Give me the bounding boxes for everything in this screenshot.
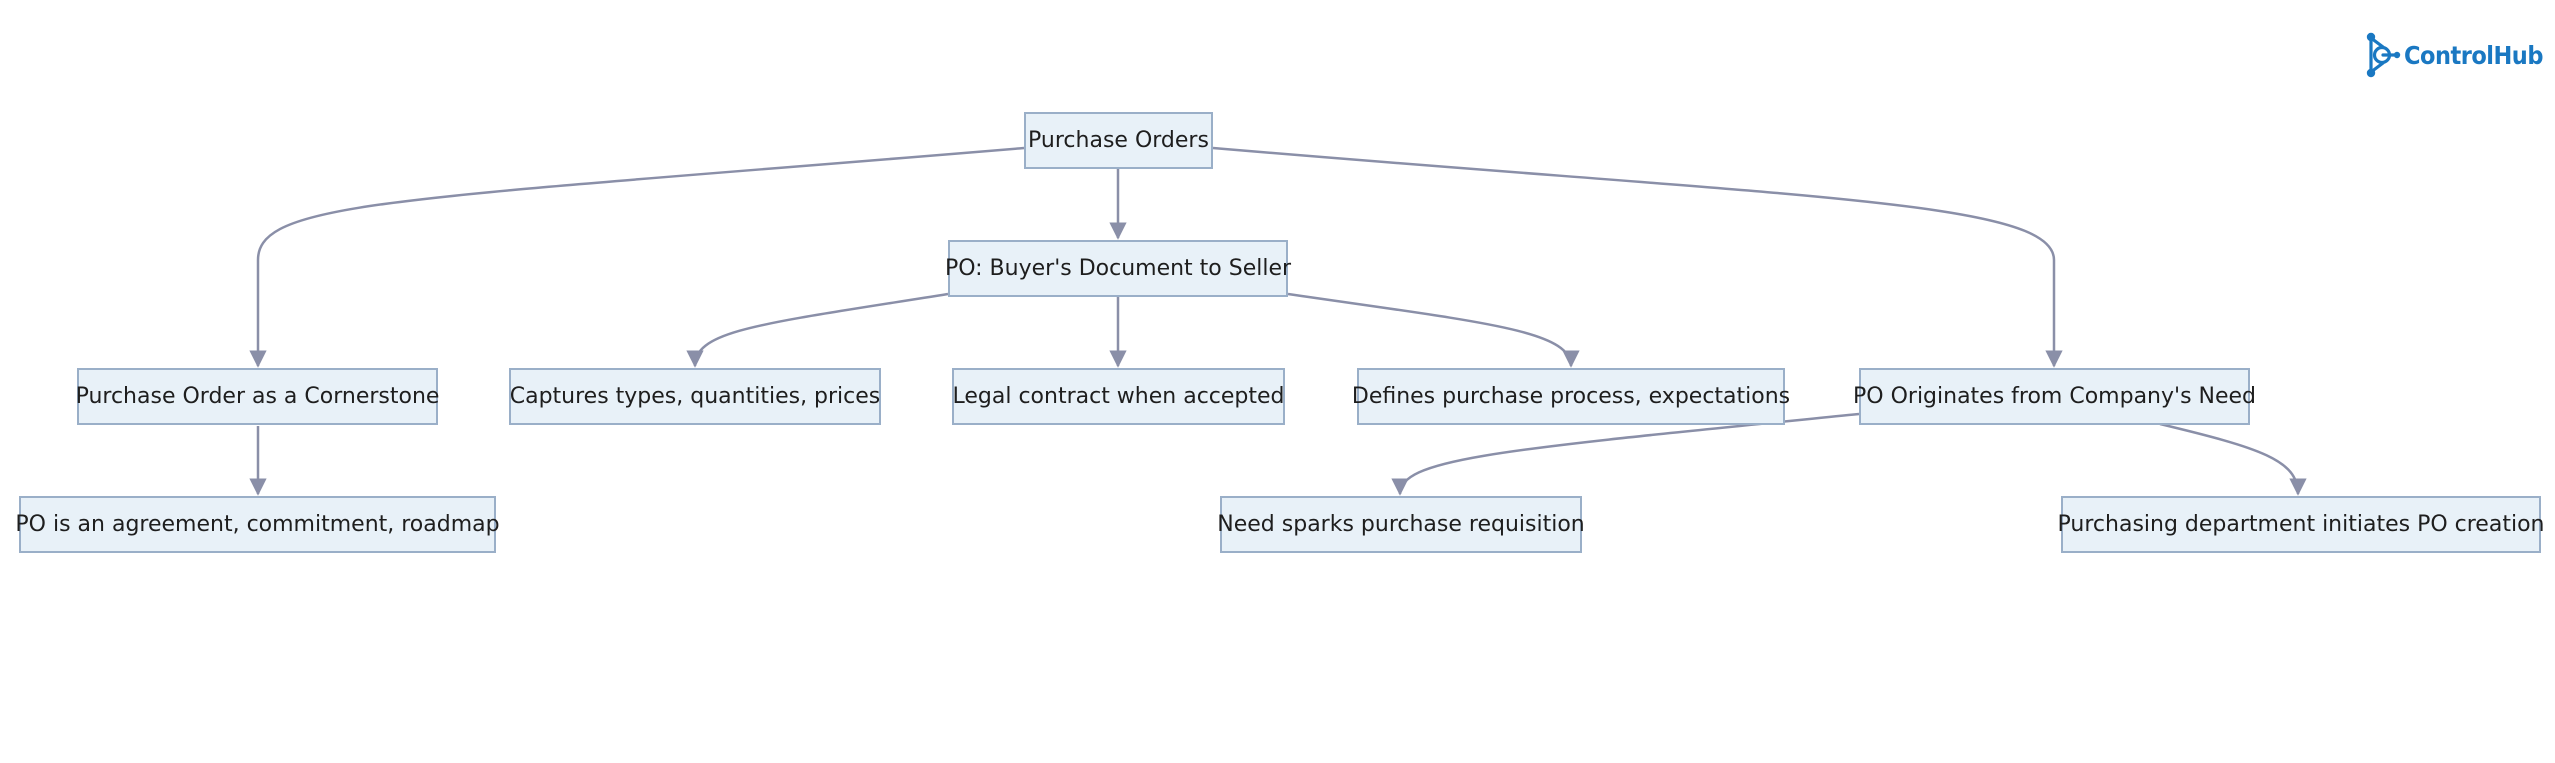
edge-originates-to-department [2159, 422, 2307, 496]
node-captures: Captures types, quantities, prices [509, 368, 881, 425]
logo-text: ControlHub [2404, 41, 2543, 70]
node-legal-contract: Legal contract when accepted [952, 368, 1285, 425]
node-purchasing-department: Purchasing department initiates PO creat… [2058, 496, 2544, 553]
node-cornerstone: Purchase Order as a Cornerstone [76, 368, 439, 425]
node-po-definition: PO: Buyer's Document to Seller [945, 240, 1291, 297]
node-requisition: Need sparks purchase requisition [1217, 496, 1585, 553]
edge-root-to-originates [1212, 146, 2063, 368]
edge-originates-to-requisition [1391, 412, 1860, 496]
node-agreement: PO is an agreement, commitment, roadmap [15, 496, 500, 553]
controlhub-logo: ControlHub [2362, 30, 2543, 80]
logo-text-part1: Control [2404, 40, 2494, 70]
edge-definition-to-captures [686, 292, 949, 368]
node-originates: PO Originates from Company's Need [1853, 368, 2256, 425]
edge-root-to-cornerstone [249, 146, 1025, 368]
node-defines-process: Defines purchase process, expectations [1352, 368, 1790, 425]
logo-text-part2: Hub [2493, 40, 2543, 70]
edge-definition-to-defines [1287, 292, 1580, 368]
hub-network-icon [2366, 32, 2401, 78]
node-purchase-orders: Purchase Orders [1024, 112, 1213, 169]
